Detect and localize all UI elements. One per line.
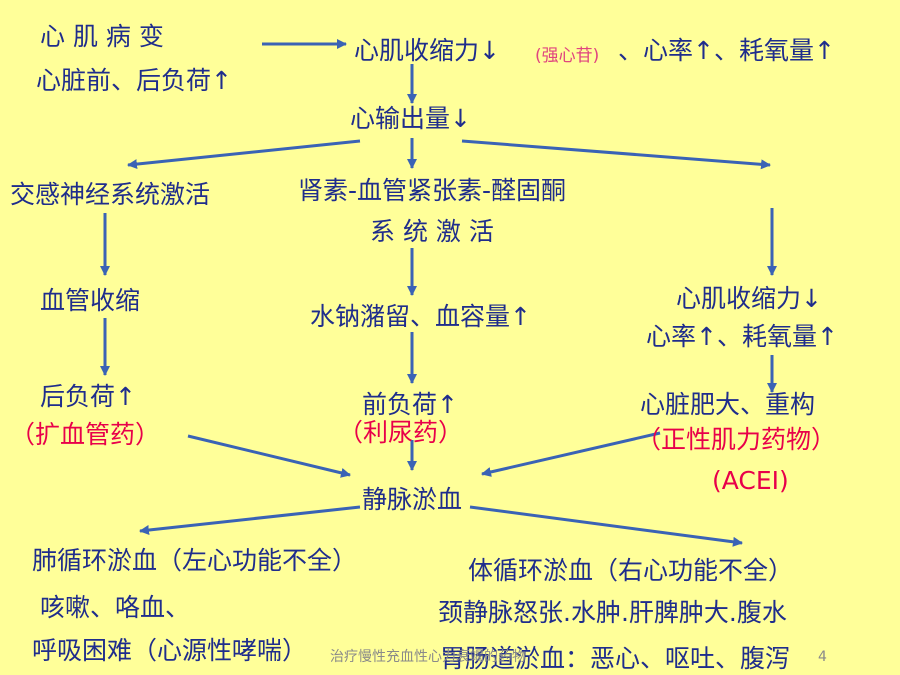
node-cough: 咳嗽、咯血、	[40, 593, 191, 622]
node-hr-oxygen: 、心率↑、耗氧量↑	[618, 36, 835, 65]
node-contractility-right: 心肌收缩力↓	[676, 284, 822, 313]
node-hr-oxygen-right: 心率↑、耗氧量↑	[646, 322, 838, 351]
node-sympathetic: 交感神经系统激活	[10, 180, 211, 209]
label-diuretic: （利尿药）	[338, 418, 464, 447]
node-vasoconstriction: 血管收缩	[40, 286, 141, 315]
node-dyspnea: 呼吸困难（心源性哮喘）	[32, 636, 308, 665]
node-gi-congestion: 胃肠道淤血：恶心、呕吐、腹泻	[440, 644, 791, 673]
node-water-sodium: 水钠潴留、血容量↑	[310, 302, 531, 331]
label-inotropic: （正性肌力药物）	[636, 425, 837, 454]
arrow-to-pulmonary	[139, 505, 361, 535]
label-vasodilator: （扩血管药）	[10, 420, 161, 449]
arrow-to-systemic	[469, 505, 743, 547]
node-neck-vein: 颈静脉怒张.水肿.肝脾肿大.腹水	[438, 598, 787, 627]
node-contractility-head: 心肌收缩力↓	[354, 36, 500, 65]
arrow-to-congestion-left	[187, 434, 351, 478]
node-preload: 前负荷↑	[362, 390, 458, 419]
label-acei: (ACEI)	[712, 466, 789, 495]
node-pulmonary-congestion: 肺循环淤血（左心功能不全）	[32, 546, 358, 575]
arrow-to-right-branch	[461, 139, 771, 170]
footer-page-number: 4	[818, 649, 827, 665]
footer-title: 治疗慢性充血性心力衰竭的药物	[330, 649, 526, 665]
arrow-to-sympathetic	[127, 139, 361, 170]
node-systemic-congestion: 体循环淤血（右心功能不全）	[468, 556, 794, 585]
node-raas-line1: 肾素-血管紧张素-醛固酮	[298, 176, 567, 205]
arrow-to-congestion-right	[481, 431, 661, 477]
node-raas-line2: 系 统 激 活	[370, 217, 494, 246]
node-venous-congestion: 静脉淤血	[362, 485, 463, 514]
node-hypertrophy: 心脏肥大、重构	[640, 390, 816, 419]
node-afterload: 后负荷↑	[40, 382, 136, 411]
node-cardiac-output: 心输出量↓	[350, 104, 471, 133]
label-digoxin: (强心苷)	[535, 46, 600, 66]
node-preload-afterload: 心脏前、后负荷↑	[36, 66, 232, 95]
node-cardiomyopathy: 心 肌 病 变	[40, 22, 164, 51]
